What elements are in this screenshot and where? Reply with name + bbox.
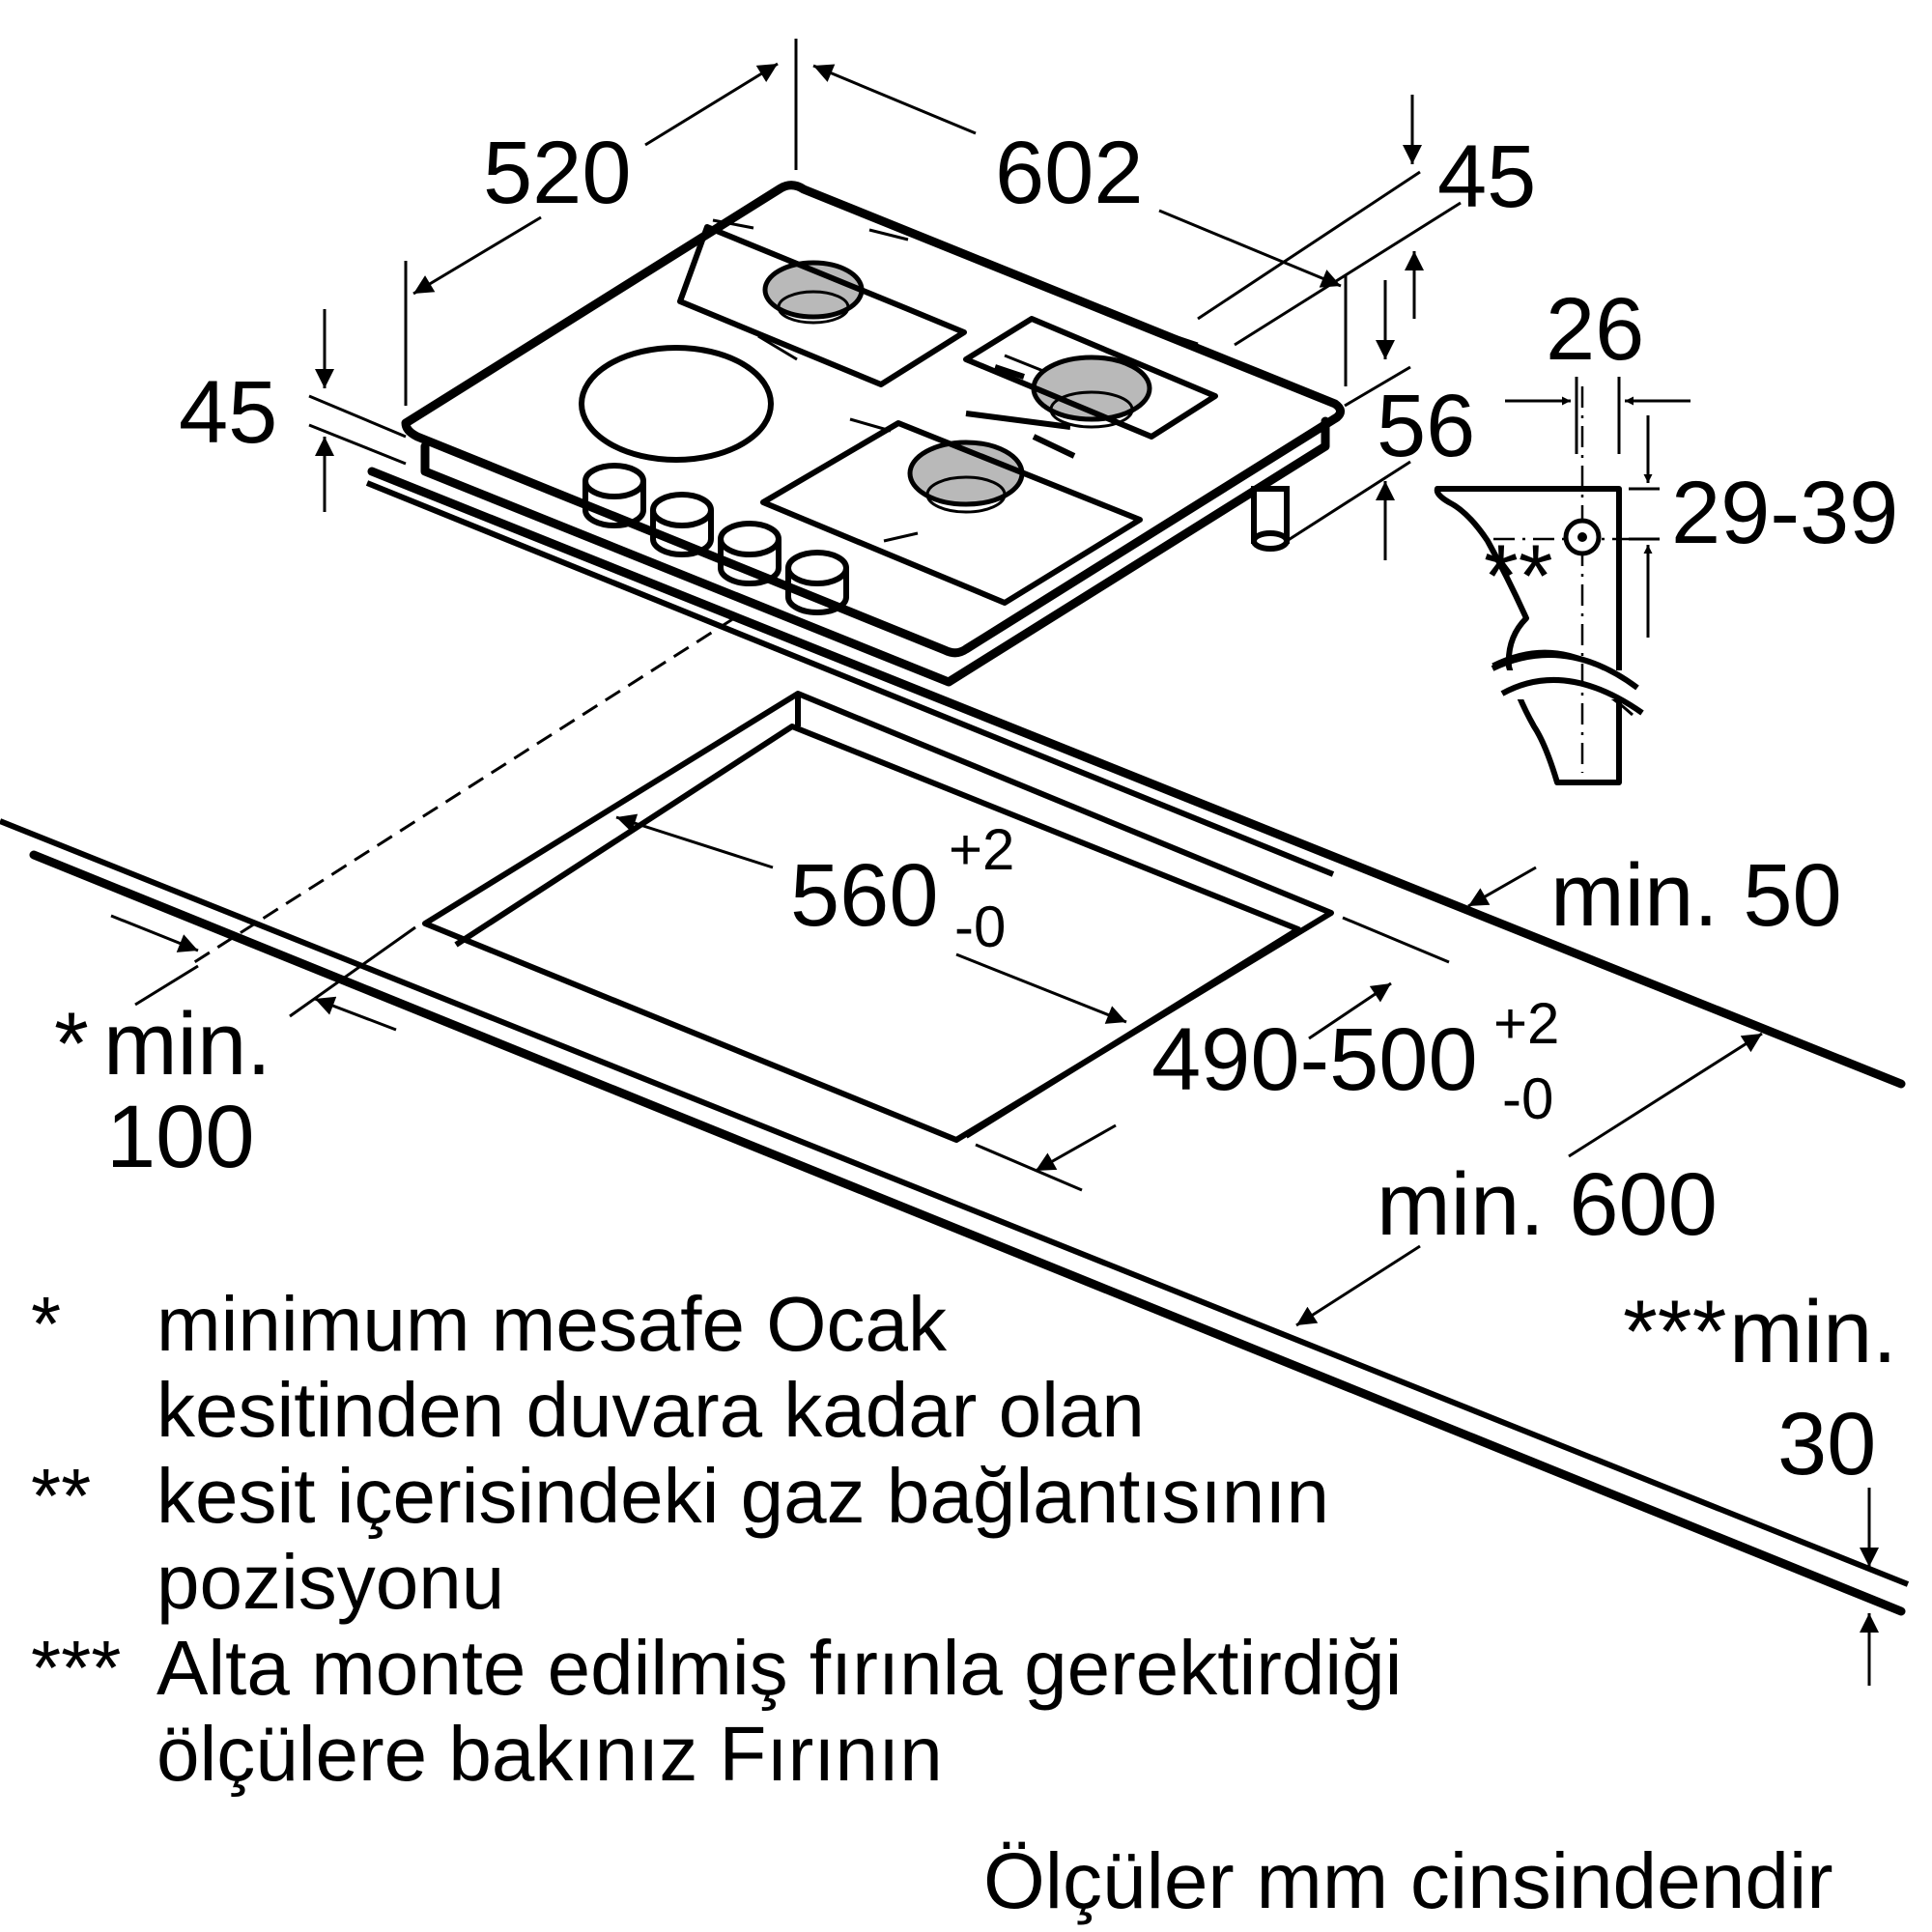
front-wall-marker: * <box>54 995 89 1094</box>
note-2-marker: ** <box>31 1453 91 1539</box>
worktop-thickness-line2: 30 <box>1777 1395 1876 1493</box>
gas-offset-horizontal-label: 26 <box>1546 280 1644 379</box>
cutout-depth-label: 490-500 <box>1151 1010 1478 1109</box>
pan-support-rear-right <box>963 316 1218 440</box>
control-knob-1[interactable] <box>582 463 646 528</box>
front-wall-line1: min. <box>103 995 271 1094</box>
cutout-width-tol-plus: +2 <box>949 817 1014 882</box>
dimension-depth-label: 520 <box>483 124 632 222</box>
dimension-cutout-width: 560 +2 -0 <box>615 813 1127 1024</box>
burner-back-cap <box>777 290 850 325</box>
dimension-cutout-depth: 490-500 +2 -0 <box>975 916 1559 1192</box>
dimension-width-label: 602 <box>995 124 1144 222</box>
pan-support-left <box>677 224 967 387</box>
height-right-label: 45 <box>1437 128 1536 226</box>
worktop-thickness-marker: *** <box>1623 1283 1726 1381</box>
cooktop-bottom-edge <box>423 469 951 685</box>
note-3-line-2: ölçülere bakınız Fırının <box>156 1711 943 1797</box>
dimension-height-right: 45 <box>1197 95 1536 347</box>
control-knob-3[interactable] <box>718 521 781 586</box>
dimension-cooktop-size: 520 602 <box>404 39 1348 406</box>
front-wall-line2: 100 <box>106 1088 255 1186</box>
cooktop <box>401 181 1345 687</box>
dimension-front-wall: * min. 100 <box>54 914 416 1186</box>
worktop-depth-label: min. 600 <box>1377 1155 1718 1254</box>
height-left-label: 45 <box>179 363 277 462</box>
note-2-line-1: kesit içerisindeki gaz bağlantısının <box>156 1453 1329 1539</box>
note-1-marker: * <box>31 1281 61 1367</box>
worktop-back-edge-thin <box>365 480 1335 877</box>
cutout-depth-tol-minus: -0 <box>1502 1066 1553 1131</box>
dimension-leg-height: 56 <box>1286 280 1475 560</box>
cutout-depth-tol-plus: +2 <box>1493 991 1559 1056</box>
cooktop-top-outline <box>401 181 1345 658</box>
worktop-thickness-line1: min. <box>1729 1283 1897 1381</box>
note-3-marker: *** <box>31 1625 121 1711</box>
cutout-inner <box>454 724 1301 1139</box>
worktop-and-cutout <box>0 467 1910 1616</box>
dimension-worktop-thickness: *** min. 30 <box>1623 1283 1897 1686</box>
gas-connection-detail: ** 26 29-39 <box>1434 280 1898 785</box>
control-knob-2[interactable] <box>650 492 714 557</box>
dimension-height-left: 45 <box>179 309 407 512</box>
dimension-back-clearance: min. 50 <box>1467 846 1842 945</box>
gas-connector-leg <box>1251 486 1290 552</box>
gas-offset-vertical-label: 29-39 <box>1671 464 1898 562</box>
control-knob-4[interactable] <box>785 550 849 615</box>
pan-support-front <box>760 420 1143 606</box>
cutout-outer <box>422 691 1334 1143</box>
footnotes: * minimum mesafe Ocak kesitinden duvara … <box>31 1281 1402 1797</box>
electric-hotplate <box>579 345 774 463</box>
note-1-line-1: minimum mesafe Ocak <box>156 1281 948 1367</box>
worktop-back-edge <box>367 467 1906 1089</box>
worktop-section <box>1434 486 1622 785</box>
note-1-line-2: kesitinden duvara kadar olan <box>156 1367 1145 1453</box>
worktop-front-edge-thin <box>0 818 1910 1587</box>
burner-right-cap <box>1049 390 1134 429</box>
burner-front-cap <box>925 475 1007 514</box>
cutout-width-tol-minus: -0 <box>954 895 1006 959</box>
note-3-line-1: Alta monte edilmiş fırınla gerektirdiği <box>156 1625 1402 1711</box>
gas-marker: ** <box>1484 527 1553 626</box>
leg-height-label: 56 <box>1377 377 1475 475</box>
worktop-front-edge <box>29 850 1906 1616</box>
note-2-line-2: pozisyonu <box>156 1539 504 1625</box>
back-clearance-label: min. 50 <box>1550 846 1842 945</box>
dashed-projection <box>187 616 735 968</box>
cutout-width-label: 560 <box>790 846 939 945</box>
dimension-worktop-depth: min. 600 <box>1295 1032 1763 1327</box>
units-note: Ölçüler mm cinsindendir <box>983 1837 1833 1925</box>
